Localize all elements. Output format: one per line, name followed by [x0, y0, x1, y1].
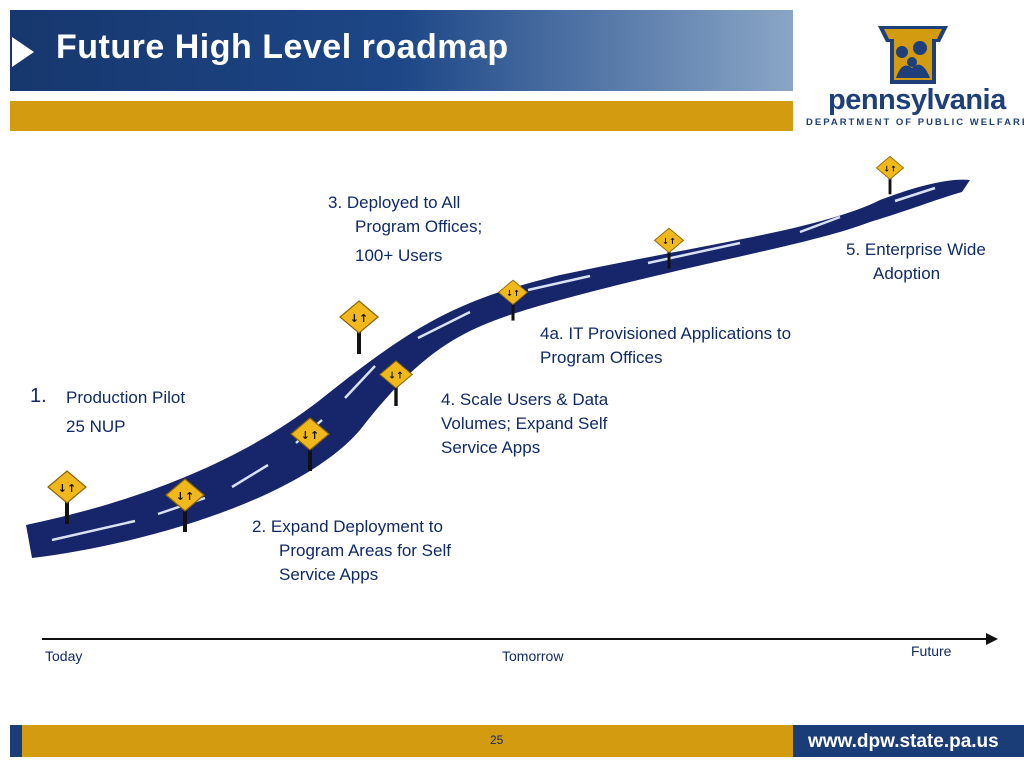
page-title: Future High Level roadmap: [56, 28, 509, 66]
milestone-4-line1: 4. Scale Users & Data: [441, 390, 609, 409]
timeline-arrow: [42, 633, 998, 645]
chevron-right-icon: [12, 37, 34, 67]
page-number: 25: [490, 733, 504, 747]
svg-text:↓↑: ↓↑: [176, 490, 194, 503]
milestone-3-line1: 3. Deployed to All: [328, 193, 461, 212]
milestone-4a-line2: Program Offices: [540, 348, 663, 367]
milestone-2-line3: Service Apps: [279, 565, 379, 584]
road-sign-icon: ↓↑: [497, 279, 529, 321]
milestone-5-line2: Adoption: [873, 264, 941, 283]
milestone-4-line2: Volumes; Expand Self: [441, 414, 608, 433]
timeline-tomorrow-label: Tomorrow: [502, 648, 564, 664]
road-sign-icon: ↓↑: [379, 360, 413, 406]
milestone-1-detail: 25 NUP: [66, 417, 126, 436]
timeline-today-label: Today: [45, 648, 83, 664]
title-bar: [10, 10, 793, 91]
road-sign-icon: ↓↑: [290, 417, 330, 471]
logo-wordmark: pennsylvania: [828, 84, 1006, 116]
svg-text:↓↑: ↓↑: [58, 482, 76, 495]
road-sign-icon: ↓↑: [653, 227, 685, 269]
milestone-4a-line1: 4a. IT Provisioned Applications to: [540, 324, 792, 343]
keystone-logo-icon: [878, 26, 948, 84]
svg-text:↓↑: ↓↑: [506, 288, 520, 298]
milestone-1-number: 1.: [30, 385, 47, 407]
svg-text:↓↑: ↓↑: [388, 371, 404, 382]
footer-url-bar: [793, 725, 1024, 757]
road-sign-icon: ↓↑: [875, 155, 905, 195]
svg-text:↓↑: ↓↑: [301, 429, 319, 442]
milestone-5-line1: 5. Enterprise Wide: [846, 240, 986, 259]
road-sign-icon: ↓↑: [165, 478, 205, 532]
milestone-2-line2: Program Areas for Self: [279, 541, 451, 560]
milestone-2-line1: 2. Expand Deployment to: [252, 517, 443, 536]
svg-text:↓↑: ↓↑: [662, 236, 676, 246]
svg-text:↓↑: ↓↑: [883, 164, 896, 173]
svg-text:↓↑: ↓↑: [350, 312, 368, 325]
footer-left-stripe: [10, 725, 22, 757]
road: [26, 179, 970, 558]
footer-bar: [22, 725, 793, 757]
timeline-future-label: Future: [911, 643, 952, 659]
road-lane-dashes: [51, 186, 936, 542]
milestone-3-line2: Program Offices;: [355, 217, 483, 236]
footer-url-link[interactable]: www.dpw.state.pa.us: [808, 731, 999, 752]
milestone-3-line3: 100+ Users: [355, 246, 443, 265]
road-sign-icon: ↓↑: [339, 300, 379, 354]
road-sign-icon: ↓↑: [47, 470, 87, 524]
logo-subtitle: DEPARTMENT OF PUBLIC WELFARE: [806, 117, 1024, 128]
gold-divider: [10, 101, 793, 131]
milestone-4-line3: Service Apps: [441, 438, 541, 457]
milestone-1-title: Production Pilot: [66, 388, 186, 407]
